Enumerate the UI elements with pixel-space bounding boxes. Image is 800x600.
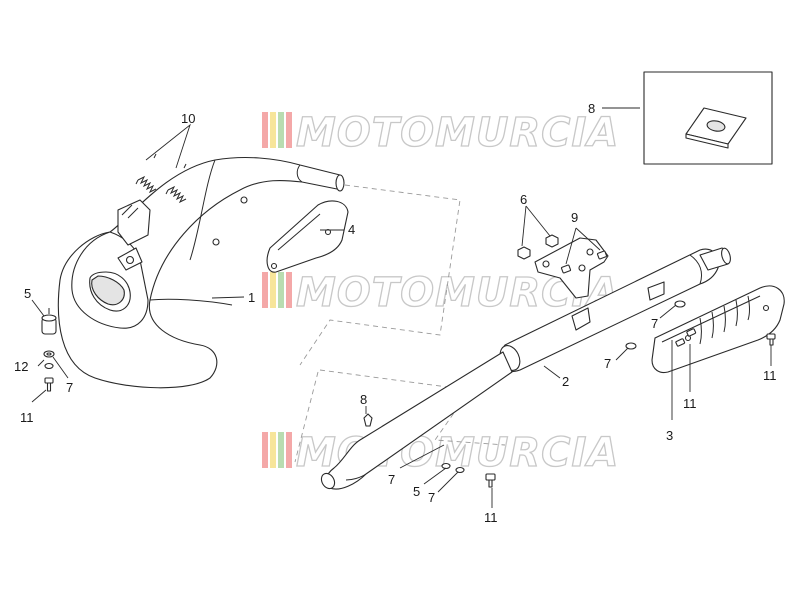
callout-2: 2: [562, 374, 569, 389]
leader-lines: [31, 107, 772, 508]
assembly-guide-lines: [294, 184, 506, 463]
watermark-top: MOTOMURCIA: [262, 109, 619, 157]
bracket-bolts: [517, 234, 608, 274]
callout-7-right-b: 7: [604, 356, 611, 371]
callout-7-bottom-a: 7: [388, 472, 395, 487]
callout-8-box: 8: [588, 101, 595, 116]
silencer: [320, 237, 731, 490]
clip-detail-box: [643, 71, 773, 165]
watermark-text: MOTOMURCIA: [296, 110, 619, 156]
washer-12: [43, 350, 55, 370]
callout-11-bottom: 11: [484, 510, 498, 525]
callout-6: 6: [520, 192, 527, 207]
callout-5-bottom: 5: [413, 484, 420, 499]
silencer-heat-shield: [651, 285, 785, 374]
chamber-heat-shield: [266, 200, 349, 273]
callout-11-right-a: 11: [683, 396, 697, 411]
callout-3: 3: [666, 428, 673, 443]
callout-1: 1: [248, 290, 255, 305]
callout-10: 10: [181, 111, 195, 126]
right-hardware: [625, 300, 776, 350]
callout-8-mid: 8: [360, 392, 367, 407]
callout-11-right-b: 11: [763, 368, 777, 383]
callout-7-left: 7: [66, 380, 73, 395]
bottom-hardware: [363, 413, 496, 488]
callout-7-right-a: 7: [651, 316, 658, 331]
callout-11-left: 11: [20, 410, 34, 425]
callout-5-left: 5: [24, 286, 31, 301]
watermark-bottom: MOTOMURCIA: [262, 429, 619, 477]
callout-9: 9: [571, 210, 578, 225]
rubber-mount: [41, 308, 57, 335]
callout-7-bottom-b: 7: [428, 490, 435, 505]
bolt-left: [44, 377, 54, 392]
callout-labels: 10 1 4 5 12 7 11 8 6 9 2 7 7 3 11 11 8 7…: [14, 101, 777, 525]
springs: [135, 153, 187, 204]
expansion-chamber: [57, 157, 345, 389]
callout-12: 12: [14, 359, 28, 374]
callout-4: 4: [348, 222, 355, 237]
